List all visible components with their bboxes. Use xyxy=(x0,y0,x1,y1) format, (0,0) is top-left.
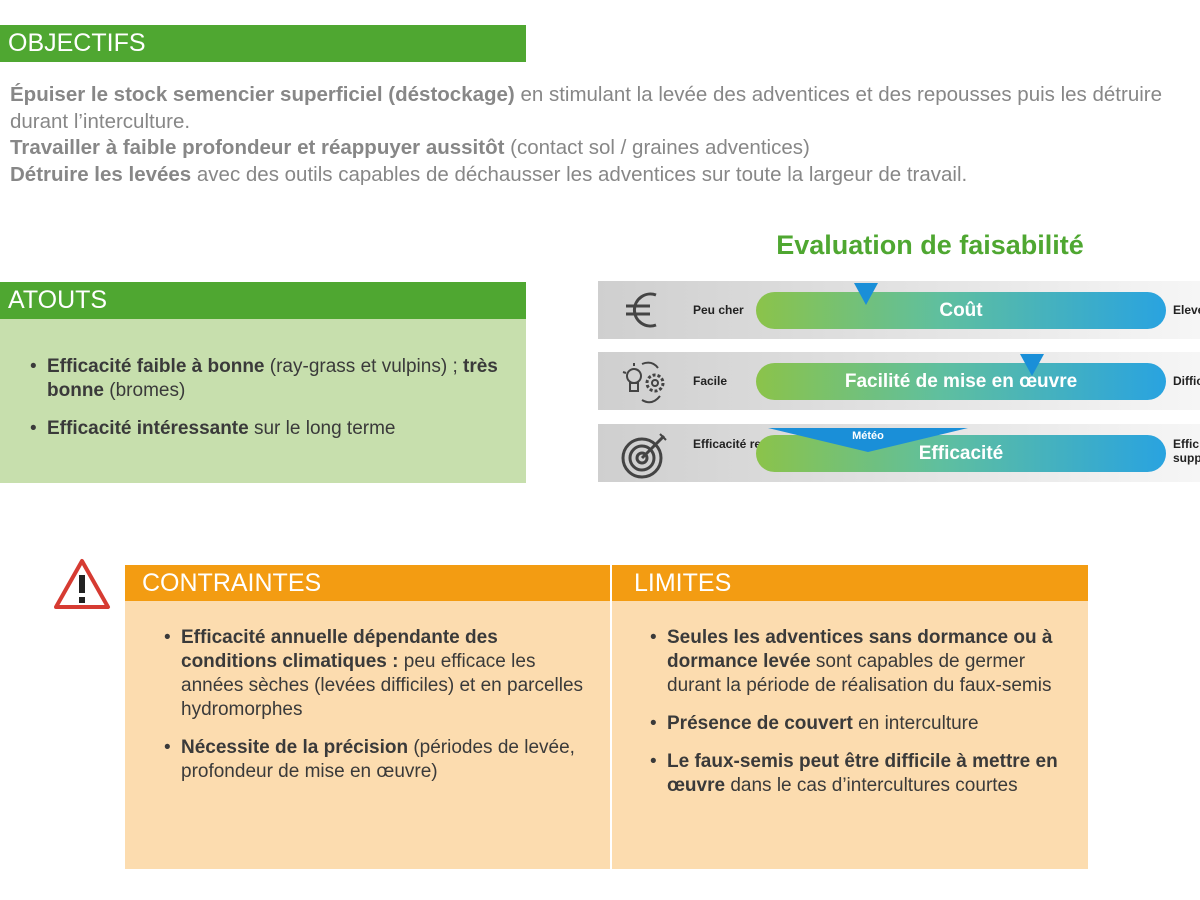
evaluation-row-facilite: Facile Facilité de mise en œuvre Diffic xyxy=(598,352,1200,410)
row-right-label: Effic supp xyxy=(1173,437,1200,465)
cout-bar: Coût xyxy=(756,292,1166,329)
atouts-body: Efficacité faible à bonne (ray-grass et … xyxy=(0,319,526,483)
limite-item: Présence de couvert en interculture xyxy=(648,712,1078,736)
row-left-label: Peu cher xyxy=(693,303,744,317)
objectif-line-2: Travailler à faible profondeur et réappu… xyxy=(10,136,810,159)
evaluation-row-cout: Peu cher Coût Eleve xyxy=(598,281,1200,339)
contraintes-body: Efficacité annuelle dépendante des condi… xyxy=(125,601,610,869)
objectif-line-1: Épuiser le stock semencier superficiel (… xyxy=(10,83,1163,133)
limite-item: Le faux-semis peut être difficile à mett… xyxy=(648,750,1078,798)
contrainte-item: Nécessite de la précision (périodes de l… xyxy=(162,736,590,784)
meteo-label: Météo xyxy=(852,430,884,442)
evaluation-title: Evaluation de faisabilité xyxy=(776,230,1084,260)
efficacite-bar: Efficacité xyxy=(756,435,1166,472)
euro-icon xyxy=(620,287,670,333)
cout-marker xyxy=(854,283,878,305)
warning-icon xyxy=(52,557,112,611)
lightbulb-gears-icon xyxy=(620,358,670,404)
facilite-marker xyxy=(1020,354,1044,376)
contraintes-header: CONTRAINTES xyxy=(125,565,610,601)
row-right-label: Diffic xyxy=(1173,374,1200,388)
atout-item: Efficacité intéressante sur le long term… xyxy=(28,417,506,441)
row-right-label: Eleve xyxy=(1173,303,1200,317)
contrainte-item: Efficacité annuelle dépendante des condi… xyxy=(162,626,590,722)
atouts-header: ATOUTS xyxy=(0,282,526,319)
objectifs-text: Épuiser le stock semencier superficiel (… xyxy=(10,82,1190,188)
facilite-bar: Facilité de mise en œuvre xyxy=(756,363,1166,400)
limites-header: LIMITES xyxy=(612,565,1088,601)
row-left-label: Facile xyxy=(693,374,728,388)
atout-item: Efficacité faible à bonne (ray-grass et … xyxy=(28,355,506,403)
meteo-marker xyxy=(768,428,968,457)
limite-item: Seules les adventices sans dormance ou à… xyxy=(648,626,1078,698)
objectif-line-3: Détruire les levées avec des outils capa… xyxy=(10,162,968,186)
limites-body: Seules les adventices sans dormance ou à… xyxy=(612,601,1088,869)
objectifs-header: OBJECTIFS xyxy=(0,25,526,62)
evaluation-row-efficacite: Efficacité reconnue Efficacité Météo Eff… xyxy=(598,424,1200,482)
target-icon xyxy=(620,430,670,479)
